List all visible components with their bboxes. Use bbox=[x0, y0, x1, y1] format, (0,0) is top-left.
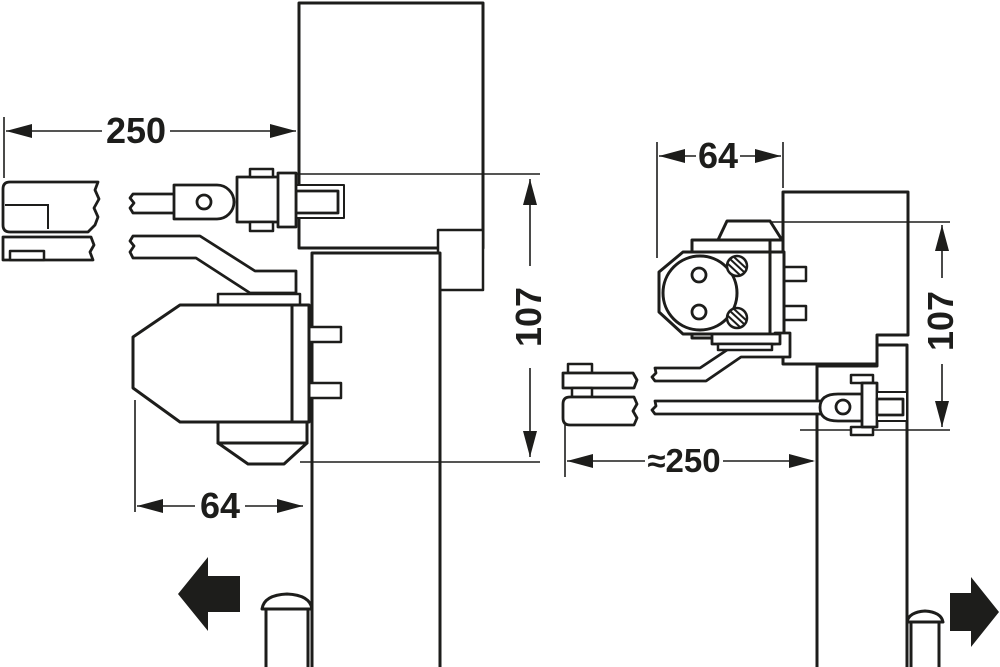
dimension-64-left: 64 bbox=[134, 400, 303, 526]
broken-arm-piece bbox=[561, 395, 639, 427]
screw-slot-lines bbox=[726, 256, 748, 277]
arm-shoe-spindle bbox=[294, 189, 340, 215]
shoe-mounting-plate bbox=[276, 171, 298, 229]
arrowhead-icon bbox=[935, 225, 949, 251]
arrowhead-icon bbox=[789, 454, 815, 468]
shoe-tab bbox=[248, 220, 275, 233]
broken-channel-piece bbox=[561, 371, 639, 390]
closer-cylinder-face bbox=[661, 254, 739, 332]
valve-hole bbox=[690, 303, 708, 321]
dim-label-107: 107 bbox=[920, 291, 961, 351]
pivot-pin bbox=[834, 398, 852, 416]
dimension-107-left: 107 bbox=[508, 179, 549, 457]
mounting-lug bbox=[782, 265, 808, 283]
dimension-107-right: 107 bbox=[920, 225, 961, 427]
arrowhead-icon bbox=[277, 499, 303, 513]
broken-channel-piece bbox=[1, 180, 101, 234]
link-arm bbox=[650, 399, 824, 416]
door-leaf-section bbox=[815, 343, 909, 667]
door-leaf-section bbox=[310, 251, 442, 667]
valve-hole bbox=[690, 266, 708, 284]
arrowhead-icon bbox=[6, 124, 32, 138]
shoe-mounting-plate bbox=[860, 381, 879, 429]
right-view: 64 107 ≈250 bbox=[561, 135, 999, 667]
channel-detail-line bbox=[5, 204, 49, 229]
frame-stop-section bbox=[436, 228, 485, 292]
closer-top-cap bbox=[716, 219, 784, 242]
main-arm bbox=[128, 234, 298, 295]
arrowhead-icon bbox=[523, 179, 537, 205]
dimension-250-right: ≈250 bbox=[564, 425, 815, 479]
arm-shoe-spindle bbox=[875, 397, 905, 417]
arrowhead-icon bbox=[659, 149, 685, 163]
direction-arrow-right-icon bbox=[950, 577, 999, 647]
screw-slot-lines bbox=[726, 308, 748, 329]
closer-body bbox=[131, 303, 294, 424]
door-handle-cap bbox=[905, 609, 945, 624]
direction-arrow-left-icon bbox=[178, 557, 240, 631]
arrowhead-icon bbox=[935, 401, 949, 427]
door-handle bbox=[909, 620, 941, 667]
arrowhead-icon bbox=[755, 149, 781, 163]
door-handle bbox=[264, 607, 310, 667]
pivot-pin bbox=[195, 193, 213, 211]
closer-end-cap bbox=[216, 420, 309, 445]
dim-label-64: 64 bbox=[698, 135, 738, 176]
dim-label-approx-250: ≈250 bbox=[647, 442, 720, 479]
arrowhead-icon bbox=[137, 499, 163, 513]
dim-label-64: 64 bbox=[200, 485, 240, 526]
arrowhead-icon bbox=[567, 454, 593, 468]
arm-foot-block bbox=[8, 249, 46, 262]
door-handle-cap bbox=[260, 592, 314, 611]
dim-label-107: 107 bbox=[508, 287, 549, 347]
mounting-lug bbox=[307, 325, 343, 344]
link-arm bbox=[128, 192, 182, 215]
left-view: 250 107 64 bbox=[1, 1, 549, 667]
arrowhead-icon bbox=[270, 124, 296, 138]
closer-mounting-plate bbox=[768, 250, 786, 337]
closer-base-plate bbox=[710, 332, 782, 346]
mounting-lug bbox=[307, 381, 343, 400]
closer-cap-chamfer bbox=[216, 441, 309, 466]
arm-hub-plate bbox=[716, 342, 774, 352]
arrowhead-icon bbox=[523, 431, 537, 457]
shoe-tab bbox=[248, 167, 275, 179]
dimension-64-right: 64 bbox=[656, 135, 784, 258]
frame-lintel-section bbox=[781, 190, 910, 366]
closer-mounting-plate bbox=[290, 303, 311, 424]
dim-label-250: 250 bbox=[106, 110, 166, 151]
dimension-250: 250 bbox=[3, 110, 296, 178]
mounting-lug bbox=[782, 304, 808, 322]
